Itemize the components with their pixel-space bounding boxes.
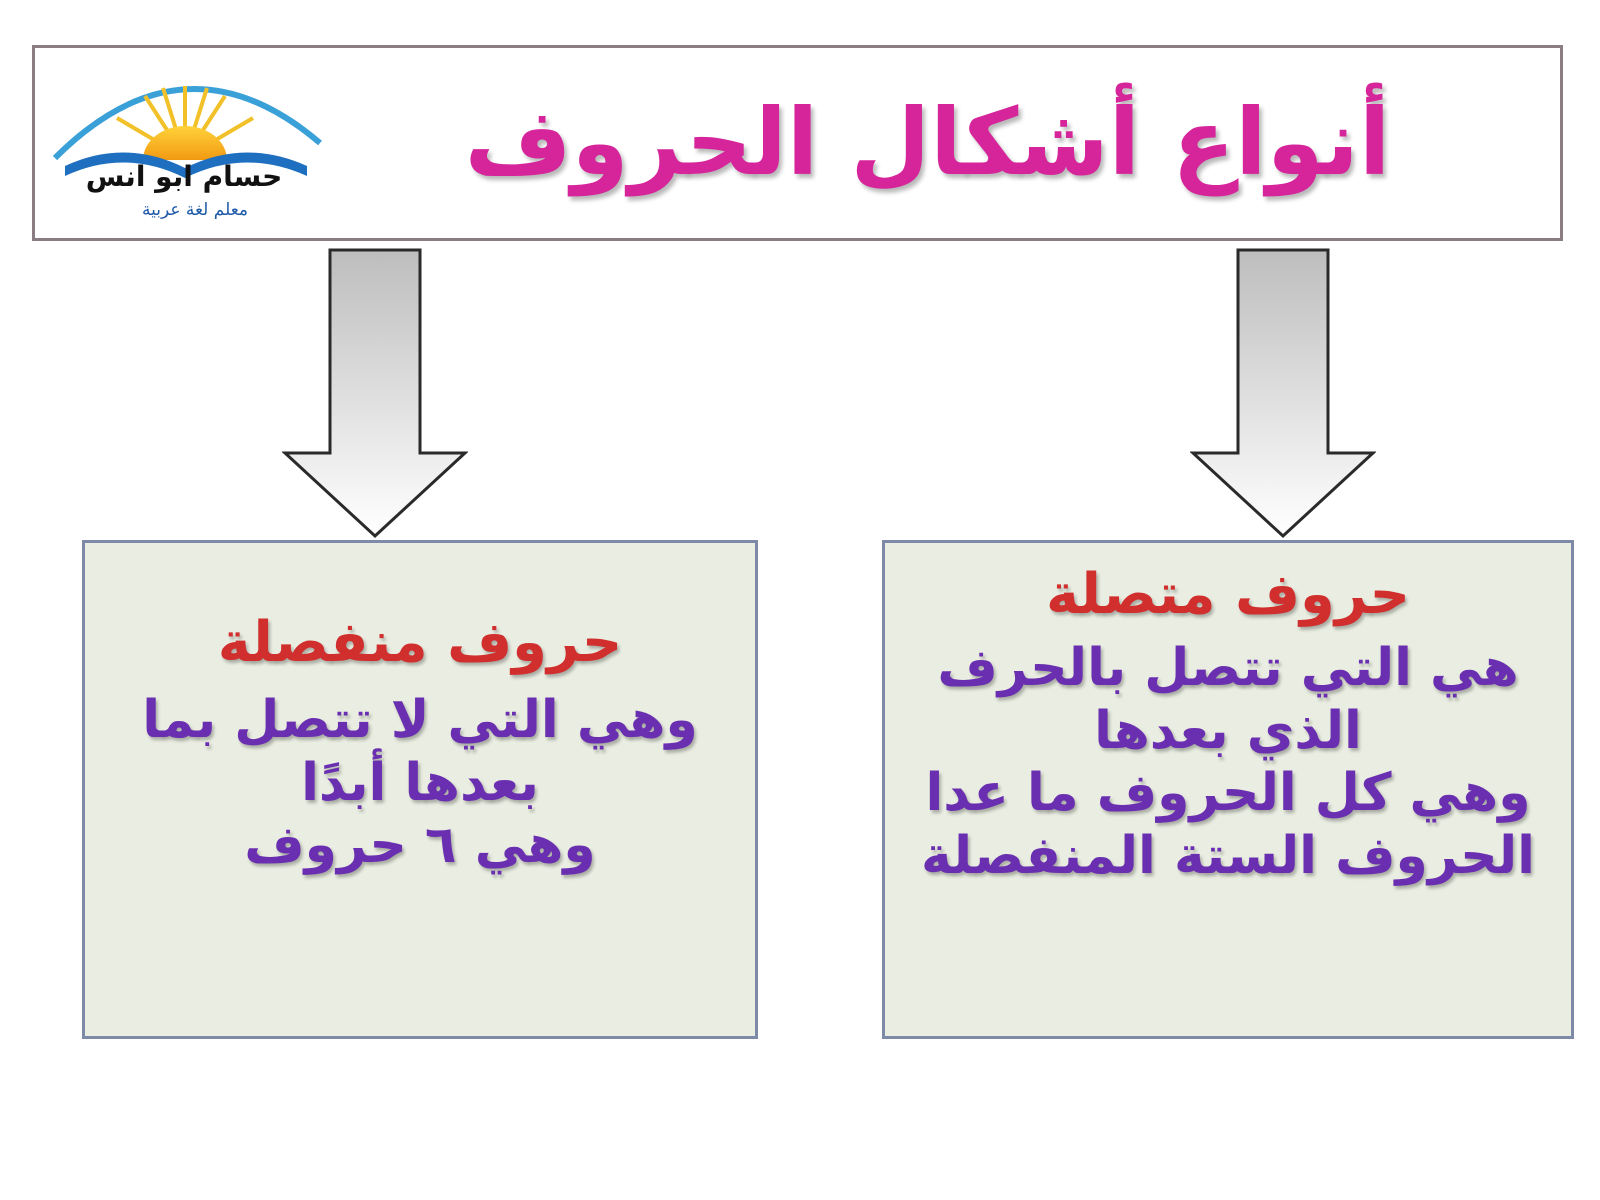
- diagram-title: أنواع أشكال الحروف: [464, 88, 1391, 196]
- connected-letters-box: حروف متصلة هي التي تتصل بالحرف الذي بعده…: [882, 540, 1574, 1039]
- connected-letters-line: هي التي تتصل بالحرف: [937, 638, 1519, 699]
- logo-subtitle: معلم لغة عربية: [141, 200, 249, 220]
- separated-letters-line: وهي ٦ حروف: [244, 815, 596, 876]
- logo-sun-book-icon: [52, 86, 322, 178]
- connected-letters-line: الذي بعدها: [1094, 700, 1362, 761]
- separated-letters-line: وهي التي لا تتصل بما: [142, 690, 698, 751]
- logo: حسام ابو انس معلم لغة عربية: [35, 48, 335, 238]
- arrow-down-left: [282, 248, 468, 539]
- logo-name: حسام ابو انس: [85, 160, 283, 193]
- arrow-down-right: [1190, 248, 1376, 539]
- connected-letters-line: وهي كل الحروف ما عدا: [925, 763, 1531, 824]
- title-box: حسام ابو انس معلم لغة عربية أنواع أشكال …: [32, 45, 1563, 241]
- connected-letters-heading: حروف متصلة: [1045, 562, 1411, 627]
- connected-letters-line: الحروف الستة المنفصلة: [921, 825, 1535, 886]
- separated-letters-line: بعدها أبدًا: [301, 752, 539, 813]
- separated-letters-box: حروف منفصلة وهي التي لا تتصل بما بعدها أ…: [82, 540, 758, 1039]
- separated-letters-heading: حروف منفصلة: [217, 610, 623, 675]
